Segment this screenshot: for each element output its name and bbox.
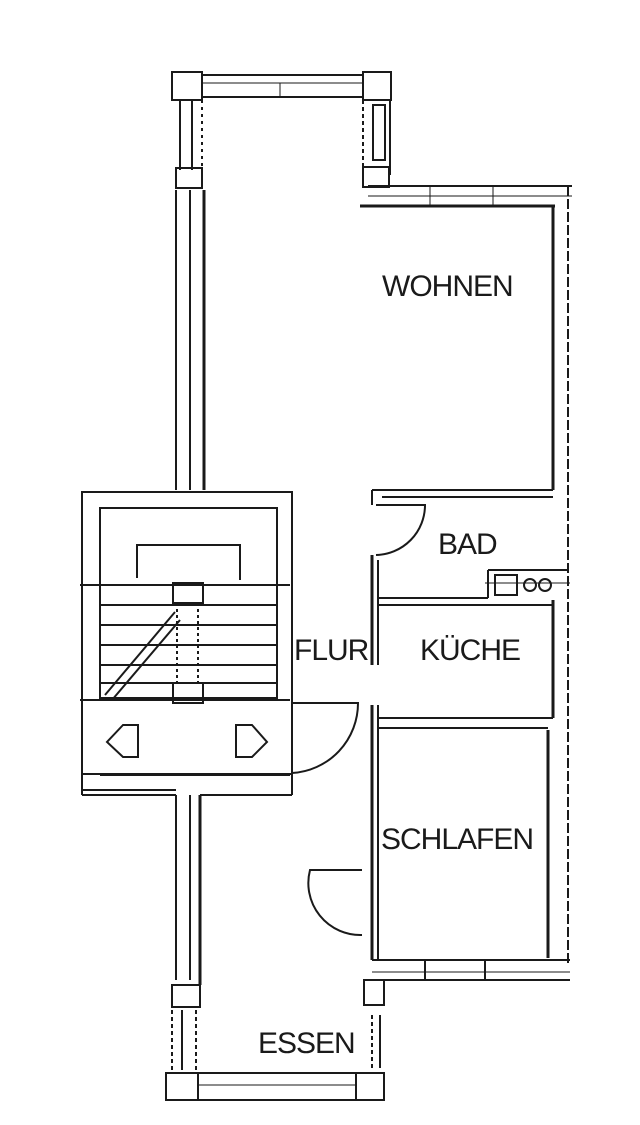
room-label-wohnen: WOHNEN: [382, 270, 514, 303]
kueche-walls: [378, 604, 553, 729]
arrow-right-icon: [235, 724, 269, 758]
top-window-wall: [171, 71, 392, 101]
bad-bottom-wall: [378, 569, 570, 599]
bad-door-swing: [375, 504, 427, 556]
right-exterior-wall: [546, 186, 569, 965]
upper-right-window: [362, 100, 391, 188]
wohnen-top-wall: [360, 185, 572, 208]
lower-left-wall: [81, 774, 293, 1070]
wohnen-bad-wall: [371, 489, 553, 505]
room-label-flur: FLUR: [294, 634, 369, 667]
essen-bottom-window: [165, 1072, 385, 1101]
room-label-schlafen: SCHLAFEN: [381, 823, 534, 856]
room-label-essen: ESSEN: [258, 1027, 356, 1060]
essen-right-wall: [363, 979, 385, 1068]
room-label-bad: BAD: [438, 528, 498, 561]
flur-right-wall: [370, 555, 379, 960]
arrow-left-icon: [105, 724, 139, 758]
room-label-kueche: KÜCHE: [420, 634, 521, 667]
left-upper-wall: [175, 100, 206, 490]
schlafen-bottom-wall: [372, 959, 570, 981]
schlafen-door-swing: [307, 869, 363, 937]
staircase: [80, 491, 293, 776]
entry-door-swing: [291, 702, 360, 774]
